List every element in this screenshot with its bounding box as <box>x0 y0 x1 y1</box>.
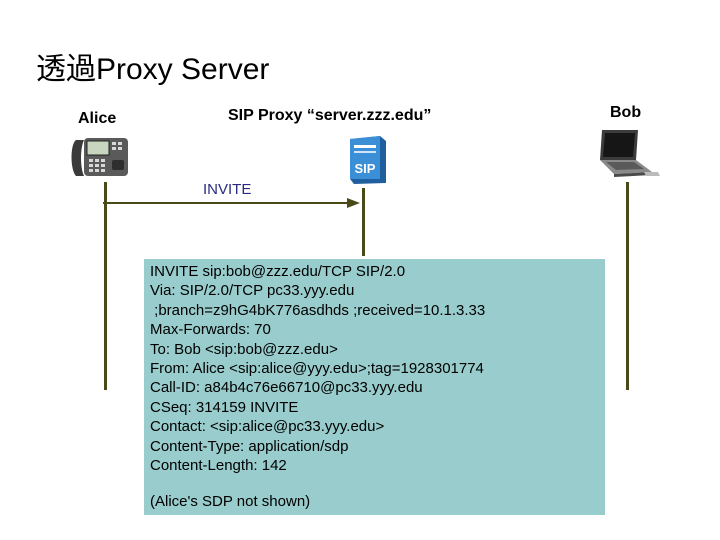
message-line: Content-Length: 142 <box>150 457 287 475</box>
message-line: INVITE sip:bob@zzz.edu/TCP SIP/2.0 <box>150 263 406 280</box>
alice-lifeline <box>104 182 107 390</box>
laptop-icon <box>600 130 660 177</box>
sip-message-box: INVITE sip:bob@zzz.edu/TCP SIP/2.0 Via: … <box>144 259 605 515</box>
proxy-lifeline <box>362 188 365 256</box>
message-line: Max-Forwards: 70 <box>150 321 271 339</box>
invite-arrow <box>103 198 360 208</box>
message-line: Call-ID: a84b4c76e66710@pc33.yyy.edu <box>150 379 423 397</box>
bob-label: Bob <box>610 104 642 121</box>
message-line: From: Alice <sip:alice@yyy.edu>;tag=1928… <box>150 360 484 378</box>
slide-title: 透過Proxy Server <box>36 53 270 86</box>
message-line: Contact: <sip:alice@pc33.yyy.edu> <box>150 418 385 436</box>
alice-label: Alice <box>78 110 117 127</box>
sip-server-icon: SIP <box>350 136 386 184</box>
ip-phone-icon <box>71 138 128 176</box>
sip-server-text: SIP <box>355 161 376 176</box>
invite-arrow-label: INVITE <box>203 181 252 198</box>
bob-lifeline <box>626 182 629 390</box>
message-spacer <box>150 475 599 492</box>
message-line: CSeq: 314159 INVITE <box>150 398 299 416</box>
message-line: Content-Type: application/sdp <box>150 437 349 455</box>
message-line: ;branch=z9hG4bK776asdhds ;received=10.1.… <box>150 301 486 319</box>
proxy-label: SIP Proxy “server.zzz.edu” <box>228 107 432 124</box>
message-footer: (Alice's SDP not shown) <box>150 493 311 511</box>
message-line: To: Bob <sip:bob@zzz.edu> <box>150 340 338 358</box>
message-line: Via: SIP/2.0/TCP pc33.yyy.edu <box>150 282 355 300</box>
